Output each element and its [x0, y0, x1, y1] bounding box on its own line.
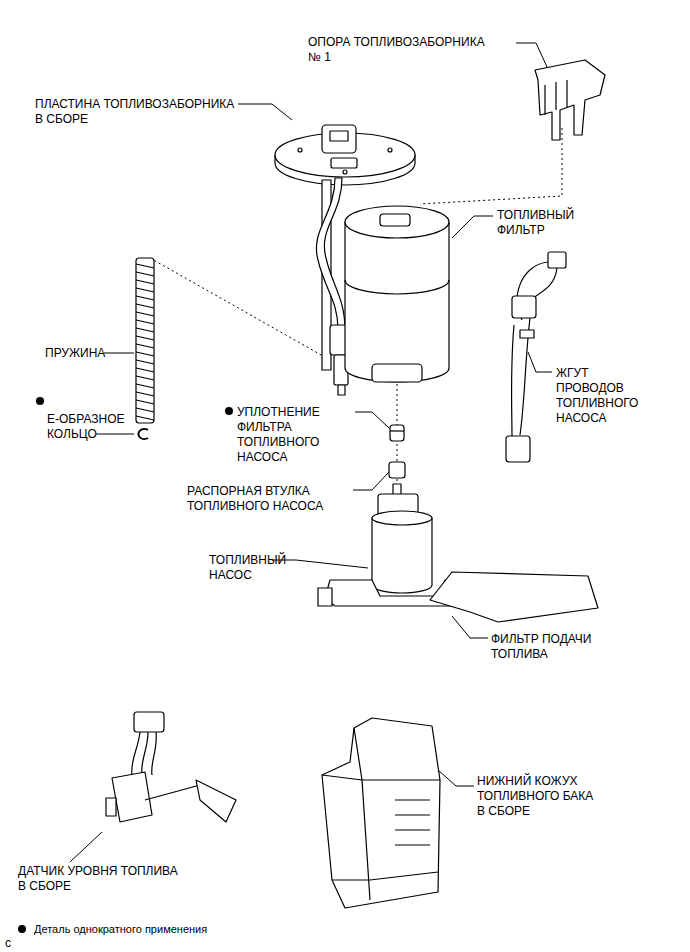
part-label: ТОПЛИВНЫЙ НАСОС [209, 553, 291, 583]
e-ring [138, 429, 148, 439]
filter-seal [390, 425, 404, 441]
legend-text: Деталь однократного применения [34, 922, 207, 936]
part-label: УПЛОТНЕНИЕ ФИЛЬТРА ТОПЛИВНОГО НАСОСА [237, 405, 324, 465]
part-label: ОПОРА ТОПЛИВОЗАБОРНИКА № 1 [308, 35, 489, 65]
suction-filter [430, 572, 598, 622]
part-label: ФИЛЬТР ПОДАЧИ ТОПЛИВА [491, 632, 596, 662]
legend-mark [18, 925, 26, 933]
part-label: ДАТЧИК УРОВНЯ ТОПЛИВА В СБОРЕ [18, 864, 182, 894]
part-label: ЖГУТ ПРОВОДОВ ТОПЛИВНОГО НАСОСА [556, 366, 643, 426]
part-label: ПРУЖИНА [45, 346, 110, 361]
alignment-lines [150, 128, 562, 492]
part-label: ТОПЛИВНЫЙ ФИЛЬТР [497, 208, 579, 238]
part-label: Е-ОБРАЗНОЕ КОЛЬЦО [47, 412, 129, 442]
fuel-filter-body [345, 206, 449, 382]
sender-gauge [106, 712, 236, 822]
part-label: РАСПОРНАЯ ВТУЛКА ТОПЛИВНОГО НАСОСА [187, 484, 328, 514]
spring [136, 258, 154, 423]
single-use-mark [36, 397, 44, 405]
leader-lines [70, 43, 553, 862]
fuel-pump [318, 484, 460, 606]
support-clip [535, 60, 605, 140]
pump-spacer [389, 462, 405, 478]
suction-plate [275, 125, 415, 185]
lower-case [322, 718, 440, 908]
figure-code: c [5, 936, 15, 951]
part-label: ПЛАСТИНА ТОПЛИВОЗАБОРНИКА В СБОРЕ [35, 97, 239, 127]
part-label: НИЖНИЙ КОЖУХ ТОПЛИВНОГО БАКА В СБОРЕ [477, 774, 598, 819]
single-use-mark [225, 407, 233, 415]
wire-harness [506, 252, 566, 462]
